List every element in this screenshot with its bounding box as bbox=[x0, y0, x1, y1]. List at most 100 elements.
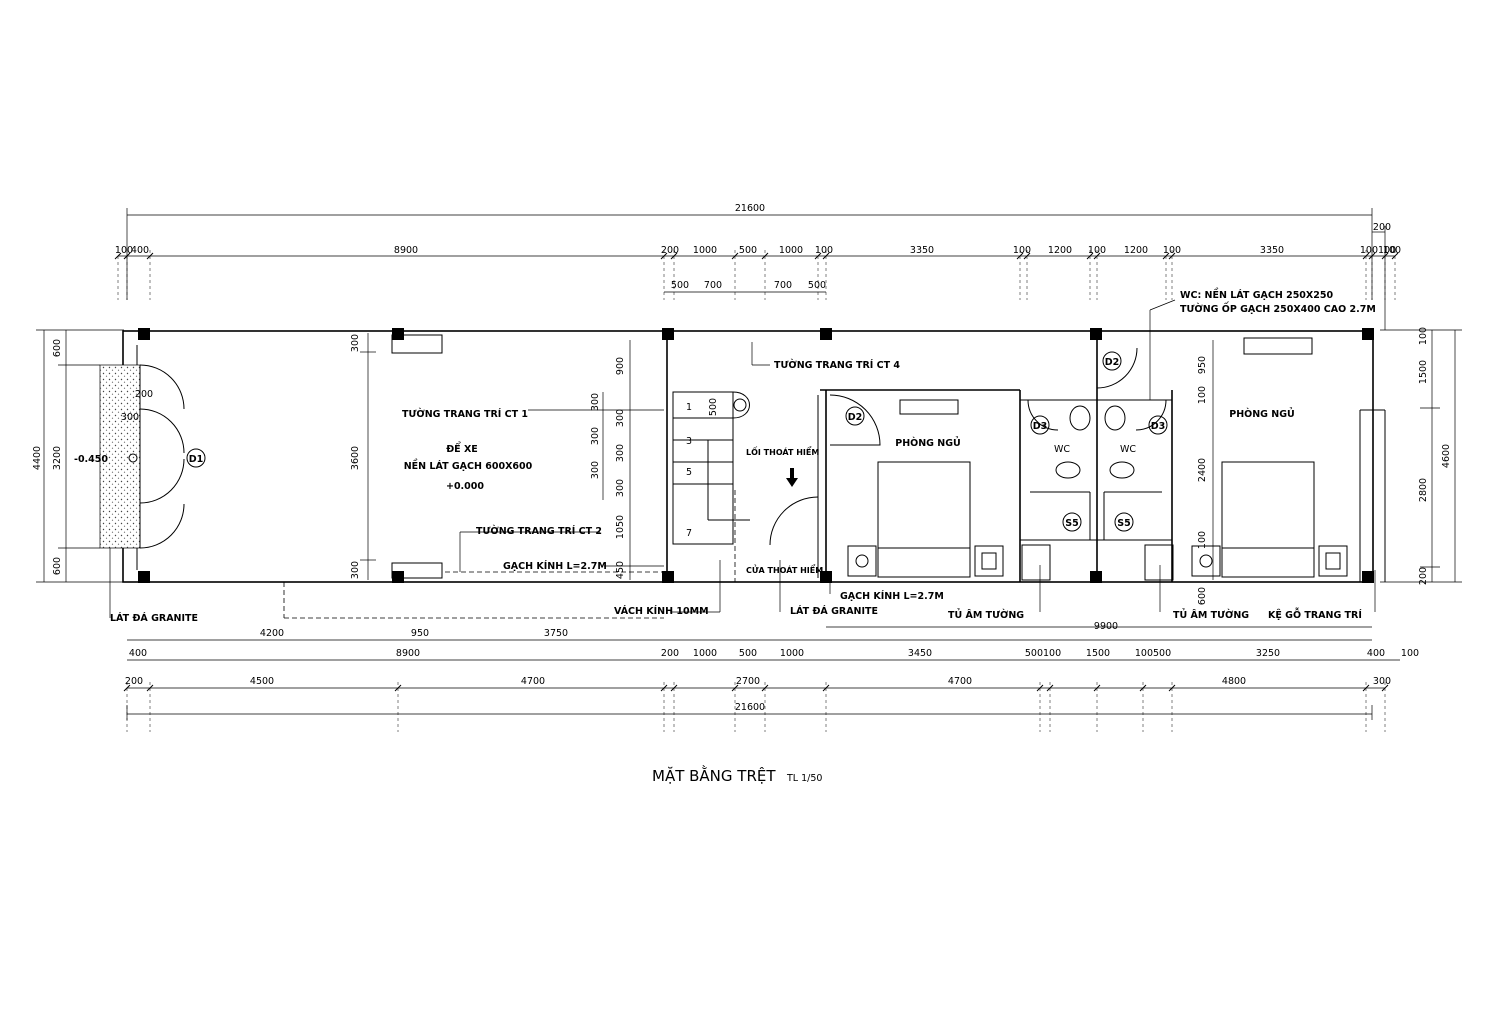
tag-s5: S5 bbox=[1117, 518, 1130, 529]
dim-right-outer: 4600 bbox=[1441, 444, 1452, 468]
parking-label: ĐỂ XE bbox=[446, 442, 478, 455]
dim-bottom: 100 bbox=[1401, 648, 1419, 659]
wc-label: WC bbox=[1120, 444, 1136, 455]
dim-bottom: 9900 bbox=[1094, 621, 1118, 632]
dim-overall-bottom: 21600 bbox=[735, 702, 765, 713]
dim-bottom: 500100 bbox=[1025, 648, 1061, 659]
door-tag-d2: D2 bbox=[1105, 357, 1120, 368]
dim-bottom: 200 bbox=[661, 648, 679, 659]
door-tags bbox=[128, 351, 1168, 532]
dim-bottom: 4500 bbox=[250, 676, 274, 687]
granite-label-1: LÁT ĐÁ GRANITE bbox=[110, 612, 198, 624]
wardrobe-label-2: TỦ ÂM TƯỜNG bbox=[1173, 608, 1249, 621]
dim-bottom: 950 bbox=[411, 628, 429, 639]
dim-stair: 300 bbox=[615, 409, 626, 427]
dim-bottom: 100500 bbox=[1135, 648, 1171, 659]
stair-step: 1 bbox=[686, 402, 692, 413]
dim-left-inner: 200 bbox=[135, 389, 153, 400]
dim-top: 1200 bbox=[1048, 245, 1072, 256]
dim-parking: 3600 bbox=[350, 446, 361, 470]
dim-bottom: 200 bbox=[125, 676, 143, 687]
glass-brick-label-1: GẠCH KÍNH L=2.7M bbox=[503, 560, 607, 572]
dim-bottom: 4700 bbox=[521, 676, 545, 687]
dim-top-sub: 700 bbox=[704, 280, 722, 291]
stair-step: 7 bbox=[686, 528, 692, 539]
dim-stair: 300 bbox=[590, 393, 601, 411]
dim-top-sub: 500 bbox=[671, 280, 689, 291]
dim-right-wc: 100 bbox=[1197, 531, 1208, 549]
door-tag-d2: D2 bbox=[848, 412, 863, 423]
dim-top: 100 bbox=[815, 245, 833, 256]
dim-bottom: 400 bbox=[129, 648, 147, 659]
dim-bottom: 1000 bbox=[693, 648, 717, 659]
wall-ct1-label: TƯỜNG TRANG TRÍ CT 1 bbox=[402, 408, 528, 420]
exit-door-label: CỬA THOÁT HIỂM bbox=[746, 563, 823, 575]
front-folding-doors bbox=[139, 364, 185, 549]
dim-top-sub: 700 bbox=[774, 280, 792, 291]
dim-right-outer: 200 bbox=[1418, 567, 1429, 585]
dim-top: 1000 bbox=[779, 245, 803, 256]
door-tag-d3: D3 bbox=[1151, 421, 1166, 432]
wc-note-line-1: WC: NỀN LÁT GẠCH 250X250 bbox=[1180, 288, 1333, 301]
dim-stair: 450 bbox=[615, 561, 626, 579]
dim-left: 3200 bbox=[52, 446, 63, 470]
dim-bottom: 4700 bbox=[948, 676, 972, 687]
dim-right-wc: 600 bbox=[1197, 587, 1208, 605]
dim-bottom: 3750 bbox=[544, 628, 568, 639]
dim-bottom: 3250 bbox=[1256, 648, 1280, 659]
dim-right-outer: 1500 bbox=[1418, 360, 1429, 384]
leader-lines bbox=[109, 299, 1376, 618]
dim-bottom: 2700 bbox=[736, 676, 760, 687]
wall-ct2-label: TƯỜNG TRANG TRÍ CT 2 bbox=[476, 525, 602, 537]
dim-top: 100 bbox=[115, 245, 133, 256]
dim-left-inner: 300 bbox=[121, 412, 139, 423]
drawing-scale: TL 1/50 bbox=[786, 773, 822, 784]
dim-left: 600 bbox=[52, 339, 63, 357]
wc-label: WC bbox=[1054, 444, 1070, 455]
dim-bottom: 4200 bbox=[260, 628, 284, 639]
shelf-label: KỆ GỖ TRANG TRÍ bbox=[1268, 608, 1362, 621]
stair-step: 3 bbox=[686, 436, 692, 447]
dim-top: 3350 bbox=[910, 245, 934, 256]
dim-top: 3350 bbox=[1260, 245, 1284, 256]
dim-stair: 900 bbox=[615, 357, 626, 375]
dim-bottom: 3450 bbox=[908, 648, 932, 659]
wall-ct4-label: TƯỜNG TRANG TRÍ CT 4 bbox=[774, 359, 900, 371]
dim-top: 100 bbox=[1088, 245, 1106, 256]
granite-entrance-steps bbox=[99, 364, 141, 549]
dim-bottom: 4800 bbox=[1222, 676, 1246, 687]
columns bbox=[138, 328, 1374, 583]
stair-step: 5 bbox=[686, 467, 692, 478]
wc-note-line-2: TƯỜNG ỐP GẠCH 250X400 CAO 2.7M bbox=[1180, 302, 1376, 315]
dim-stair: 300 bbox=[615, 444, 626, 462]
dim-stair: 300 bbox=[615, 479, 626, 497]
dim-bottom: 1500 bbox=[1086, 648, 1110, 659]
level-inside: +0.000 bbox=[446, 481, 484, 492]
dim-top-sub: 500 bbox=[808, 280, 826, 291]
tag-s5: S5 bbox=[1065, 518, 1078, 529]
dim-top: 1200 bbox=[1124, 245, 1148, 256]
dim-overall-top: 21600 bbox=[735, 203, 765, 214]
dimension-lines bbox=[36, 208, 1462, 732]
dim-bottom: 8900 bbox=[396, 648, 420, 659]
dim-top: 100 bbox=[1163, 245, 1181, 256]
granite-label-2: LÁT ĐÁ GRANITE bbox=[790, 605, 878, 617]
dim-top: 1000 bbox=[693, 245, 717, 256]
dim-parking: 300 bbox=[350, 334, 361, 352]
bedroom-2-label: PHÒNG NGỦ bbox=[1229, 407, 1295, 420]
dim-bottom: 1000 bbox=[780, 648, 804, 659]
level-outside: -0.450 bbox=[74, 454, 108, 465]
dim-top-right-200: 200 bbox=[1373, 222, 1391, 233]
dim-stair: 500 bbox=[708, 398, 719, 416]
door-tag-d1: D1 bbox=[189, 454, 204, 465]
furniture bbox=[786, 337, 1348, 581]
dim-top: 100 bbox=[1013, 245, 1031, 256]
wardrobe-label-1: TỦ ÂM TƯỜNG bbox=[948, 608, 1024, 621]
dim-stair: 1050 bbox=[615, 515, 626, 539]
dim-top: 100 bbox=[1383, 245, 1401, 256]
dim-bottom: 300 bbox=[1373, 676, 1391, 687]
dim-right-outer: 2800 bbox=[1418, 478, 1429, 502]
dim-top: 8900 bbox=[394, 245, 418, 256]
glass-brick-label-2: GẠCH KÍNH L=2.7M bbox=[840, 590, 944, 602]
